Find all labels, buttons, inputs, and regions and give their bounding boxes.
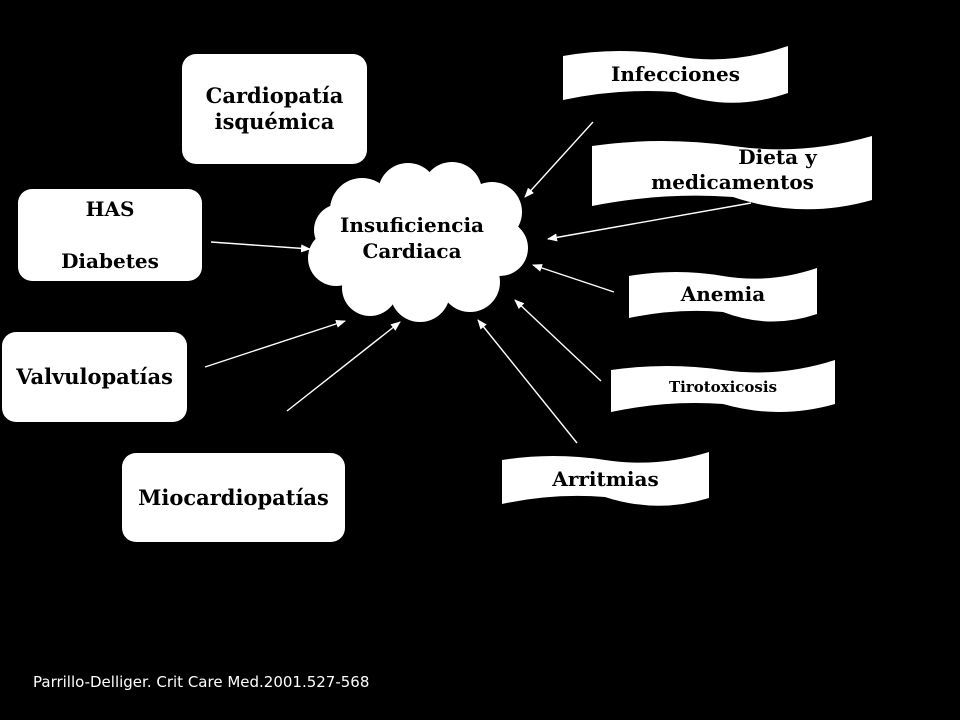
diabetes-label: Diabetes (61, 249, 159, 273)
arrow-dieta (547, 202, 752, 242)
miocardiopatias-label: Miocardiopatías (138, 484, 329, 510)
arrow-anemia (532, 264, 615, 293)
has-diabetes-box: HAS Diabetes (18, 189, 202, 281)
infecciones-label: Infecciones (610, 62, 741, 86)
center-label-line2: Cardiaca (362, 239, 462, 263)
center-label-line1: Insuficiencia (339, 213, 484, 237)
cardiopatia-isquemica-box: Cardiopatía isquémica (182, 54, 367, 164)
infecciones-ribbon (563, 46, 788, 103)
central-cloud-shape (308, 162, 528, 322)
arritmias-label: Arritmias (552, 466, 659, 491)
arritmias-ribbon (502, 452, 709, 506)
dieta-label: Dieta y medicamentos (600, 144, 865, 196)
center-label: Insuficiencia Cardiaca (326, 212, 498, 264)
arrow-has-diabetes (210, 241, 311, 253)
dieta-line2: medicamentos (651, 170, 814, 194)
tirotoxicosis-ribbon (611, 360, 835, 412)
has-label: HAS (85, 197, 135, 221)
anemia-label: Anemia (680, 282, 766, 306)
tirotoxicosis-label: Tirotoxicosis (668, 378, 778, 396)
valvulopatias-box: Valvulopatías (2, 332, 187, 422)
anemia-ribbon (629, 268, 817, 322)
dieta-line1: Dieta y (738, 145, 817, 169)
arrow-tirotoxicosis (514, 299, 602, 382)
arrow-infecciones (524, 121, 594, 198)
arrow-miocardiopatias (286, 321, 401, 412)
dieta-ribbon (592, 136, 872, 210)
cardiopatia-line2: isquémica (214, 109, 335, 134)
valvulopatias-label: Valvulopatías (16, 364, 173, 389)
arrow-arritmias (477, 319, 578, 444)
citation: Parrillo-Delliger. Crit Care Med.2001.52… (33, 673, 370, 691)
arrow-valvulopatias (204, 320, 346, 368)
miocardiopatias-box: Miocardiopatías (122, 453, 345, 542)
cardiopatia-line1: Cardiopatía (205, 83, 344, 108)
